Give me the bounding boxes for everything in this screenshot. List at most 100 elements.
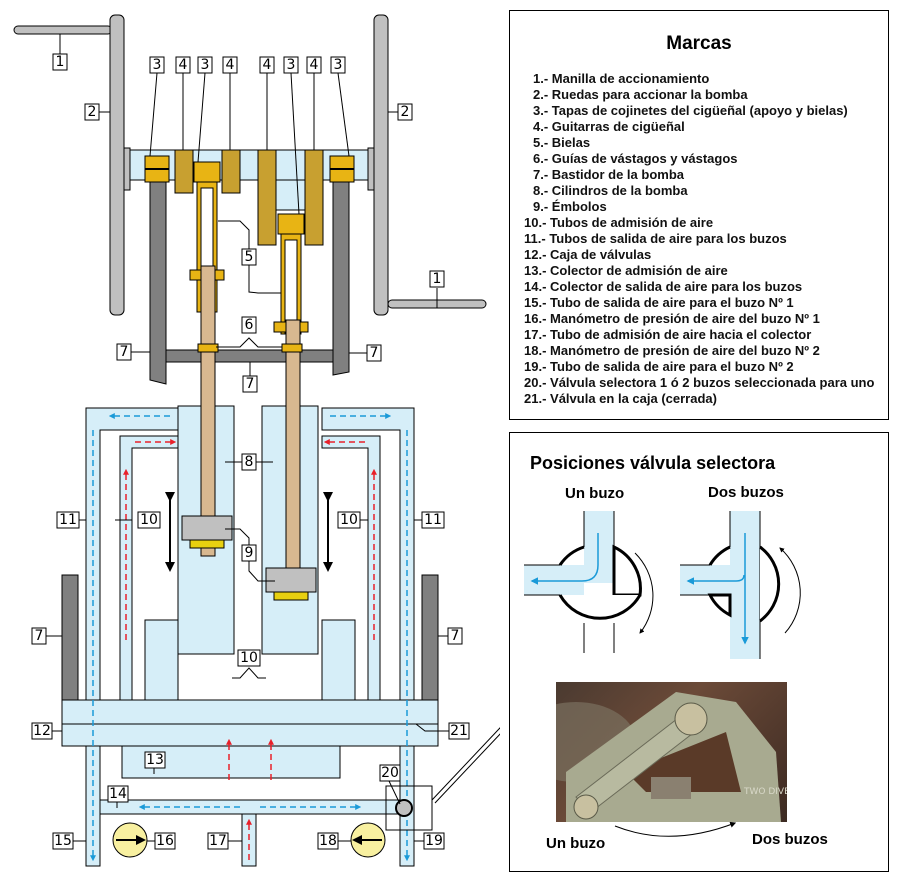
legend-item: 17.- Tubo de admisión de aire hacia el c… <box>524 327 874 343</box>
legend-item-text: Tubo de admisión de aire hacia el colect… <box>550 327 812 342</box>
legend-item-text: Tubos de salida de aire para los buzos <box>549 231 787 246</box>
svg-text:17: 17 <box>209 833 227 849</box>
svg-text:4: 4 <box>263 57 272 73</box>
valve-one-diver <box>524 511 654 653</box>
svg-text:13: 13 <box>146 752 164 768</box>
legend-item-number: 16.- <box>524 311 547 326</box>
intake-flow-arrows <box>123 439 377 860</box>
legend-item-number: 8.- <box>533 183 549 198</box>
svg-text:7: 7 <box>246 376 255 392</box>
callout-10b: 10 <box>337 511 368 529</box>
svg-text:20: 20 <box>381 765 399 781</box>
legend-item-text: Bastidor de la bomba <box>551 167 684 182</box>
legend-item-text: Manómetro de presión de aire del buzo Nº… <box>550 311 820 326</box>
callout-7e: 7 <box>438 627 463 645</box>
callout-7c: 7 <box>242 362 258 393</box>
rod-guide-left <box>197 343 219 353</box>
legend-item-text: Manómetro de presión de aire del buzo Nº… <box>550 343 820 358</box>
legend-item-number: 10.- <box>524 215 547 230</box>
legend-item-text: Tubo de salida de aire para el buzo Nº 2 <box>550 359 794 374</box>
callout-5: 5 <box>218 220 281 294</box>
svg-text:7: 7 <box>120 344 129 360</box>
svg-text:8: 8 <box>245 454 254 470</box>
legend-item: 7.- Bastidor de la bomba <box>524 167 874 183</box>
callout-18: 18 <box>317 832 351 850</box>
legend-item: 6.- Guías de vástagos y vástagos <box>524 151 874 167</box>
legend-item-number: 18.- <box>524 343 547 358</box>
valve-two-divers <box>680 511 801 659</box>
legend-item: 14.- Colector de salida de aire para los… <box>524 279 874 295</box>
callout-11b: 11 <box>414 511 445 529</box>
svg-text:1: 1 <box>56 54 65 70</box>
legend-item: 5.- Bielas <box>524 135 874 151</box>
legend-item-number: 19.- <box>524 359 547 374</box>
callout-7b: 7 <box>349 344 382 362</box>
svg-text:3: 3 <box>334 57 343 73</box>
position-one-label: Un buzo <box>565 485 625 502</box>
callout-4: 4 <box>175 56 191 150</box>
legend-item-number: 5.- <box>533 135 549 150</box>
legend-item: 10.- Tubos de admisión de aire <box>524 215 874 231</box>
callout-10a: 10 <box>115 511 161 529</box>
selector-valve <box>385 727 500 831</box>
selector-valve-panel: Posiciones válvula selectora Un buzo Dos… <box>509 432 889 872</box>
svg-text:15: 15 <box>54 833 72 849</box>
svg-text:2: 2 <box>88 104 97 120</box>
callout-3c: 3 <box>283 56 300 215</box>
pressure-gauge-2 <box>350 822 386 858</box>
legend-item: 11.- Tubos de salida de aire para los bu… <box>524 231 874 247</box>
legend-item: 3.- Tapas de cojinetes del cigüeñal (apo… <box>524 103 874 119</box>
svg-text:4: 4 <box>310 57 319 73</box>
legend-item-text: Caja de válvulas <box>550 247 652 262</box>
svg-text:7: 7 <box>35 628 44 644</box>
callout-13: 13 <box>144 751 166 774</box>
svg-text:21: 21 <box>450 723 468 739</box>
selector-valve-photo: TWO DIVERS <box>556 682 787 822</box>
legend-item-number: 14.- <box>524 279 547 294</box>
legend-item-number: 1.- <box>533 71 549 86</box>
legend-item-text: Válvula en la caja (cerrada) <box>550 391 717 406</box>
legend-item-text: Colector de admisión de aire <box>550 263 728 278</box>
svg-text:11: 11 <box>424 512 442 528</box>
legend-item-number: 17.- <box>524 327 547 342</box>
callout-3b: 3 <box>197 56 213 163</box>
svg-text:4: 4 <box>179 57 188 73</box>
callout-2b: 2 <box>388 103 413 121</box>
legend-item: 19.- Tubo de salida de aire para el buzo… <box>524 359 874 375</box>
svg-text:10: 10 <box>340 512 358 528</box>
pressure-gauge-1 <box>112 822 148 858</box>
svg-text:18: 18 <box>319 833 337 849</box>
svg-text:6: 6 <box>245 317 254 333</box>
legend-item-number: 11.- <box>524 231 546 246</box>
legend-item-number: 12.- <box>524 247 547 262</box>
legend-item-number: 9.- <box>533 199 549 214</box>
legend-item-text: Tapas de cojinetes del cigüeñal (apoyo y… <box>551 103 848 118</box>
callout-1b: 1 <box>429 270 445 308</box>
piston-right-nut <box>273 591 309 601</box>
svg-text:10: 10 <box>140 512 158 528</box>
selector-title: Posiciones válvula selectora <box>530 453 776 473</box>
svg-text:3: 3 <box>153 57 162 73</box>
legend-item-text: Válvula selectora 1 ó 2 buzos selecciona… <box>550 375 875 390</box>
callout-20: 20 <box>379 764 401 805</box>
svg-text:2: 2 <box>401 104 410 120</box>
callout-7a: 7 <box>116 343 150 361</box>
rod-guide-right <box>281 343 303 353</box>
legend-item-text: Émbolos <box>551 199 607 214</box>
photo-brand-mark: TWO DIVERS <box>743 787 787 797</box>
air-circuit <box>61 405 439 867</box>
legend-item: 13.- Colector de admisión de aire <box>524 263 874 279</box>
legend-item-text: Tubo de salida de aire para el buzo Nº 1 <box>550 295 794 310</box>
pump-diagram: 1 1 2 2 3 4 3 4 4 3 4 3 5 6 7 7 7 7 7 8 … <box>13 14 500 867</box>
bearing-caps <box>144 155 355 183</box>
callout-4c: 4 <box>259 56 275 150</box>
lever-rotation-arrow <box>614 821 737 837</box>
piston-left-nut <box>189 539 225 549</box>
legend-item-text: Manilla de accionamiento <box>551 71 710 86</box>
legend-item: 1.- Manilla de accionamiento <box>524 71 874 87</box>
callout-6: 6 <box>216 316 282 348</box>
legend-item: 8.- Cilindros de la bomba <box>524 183 874 199</box>
legend-item-text: Tubos de admisión de aire <box>550 215 714 230</box>
piston-rod-right <box>285 319 301 589</box>
